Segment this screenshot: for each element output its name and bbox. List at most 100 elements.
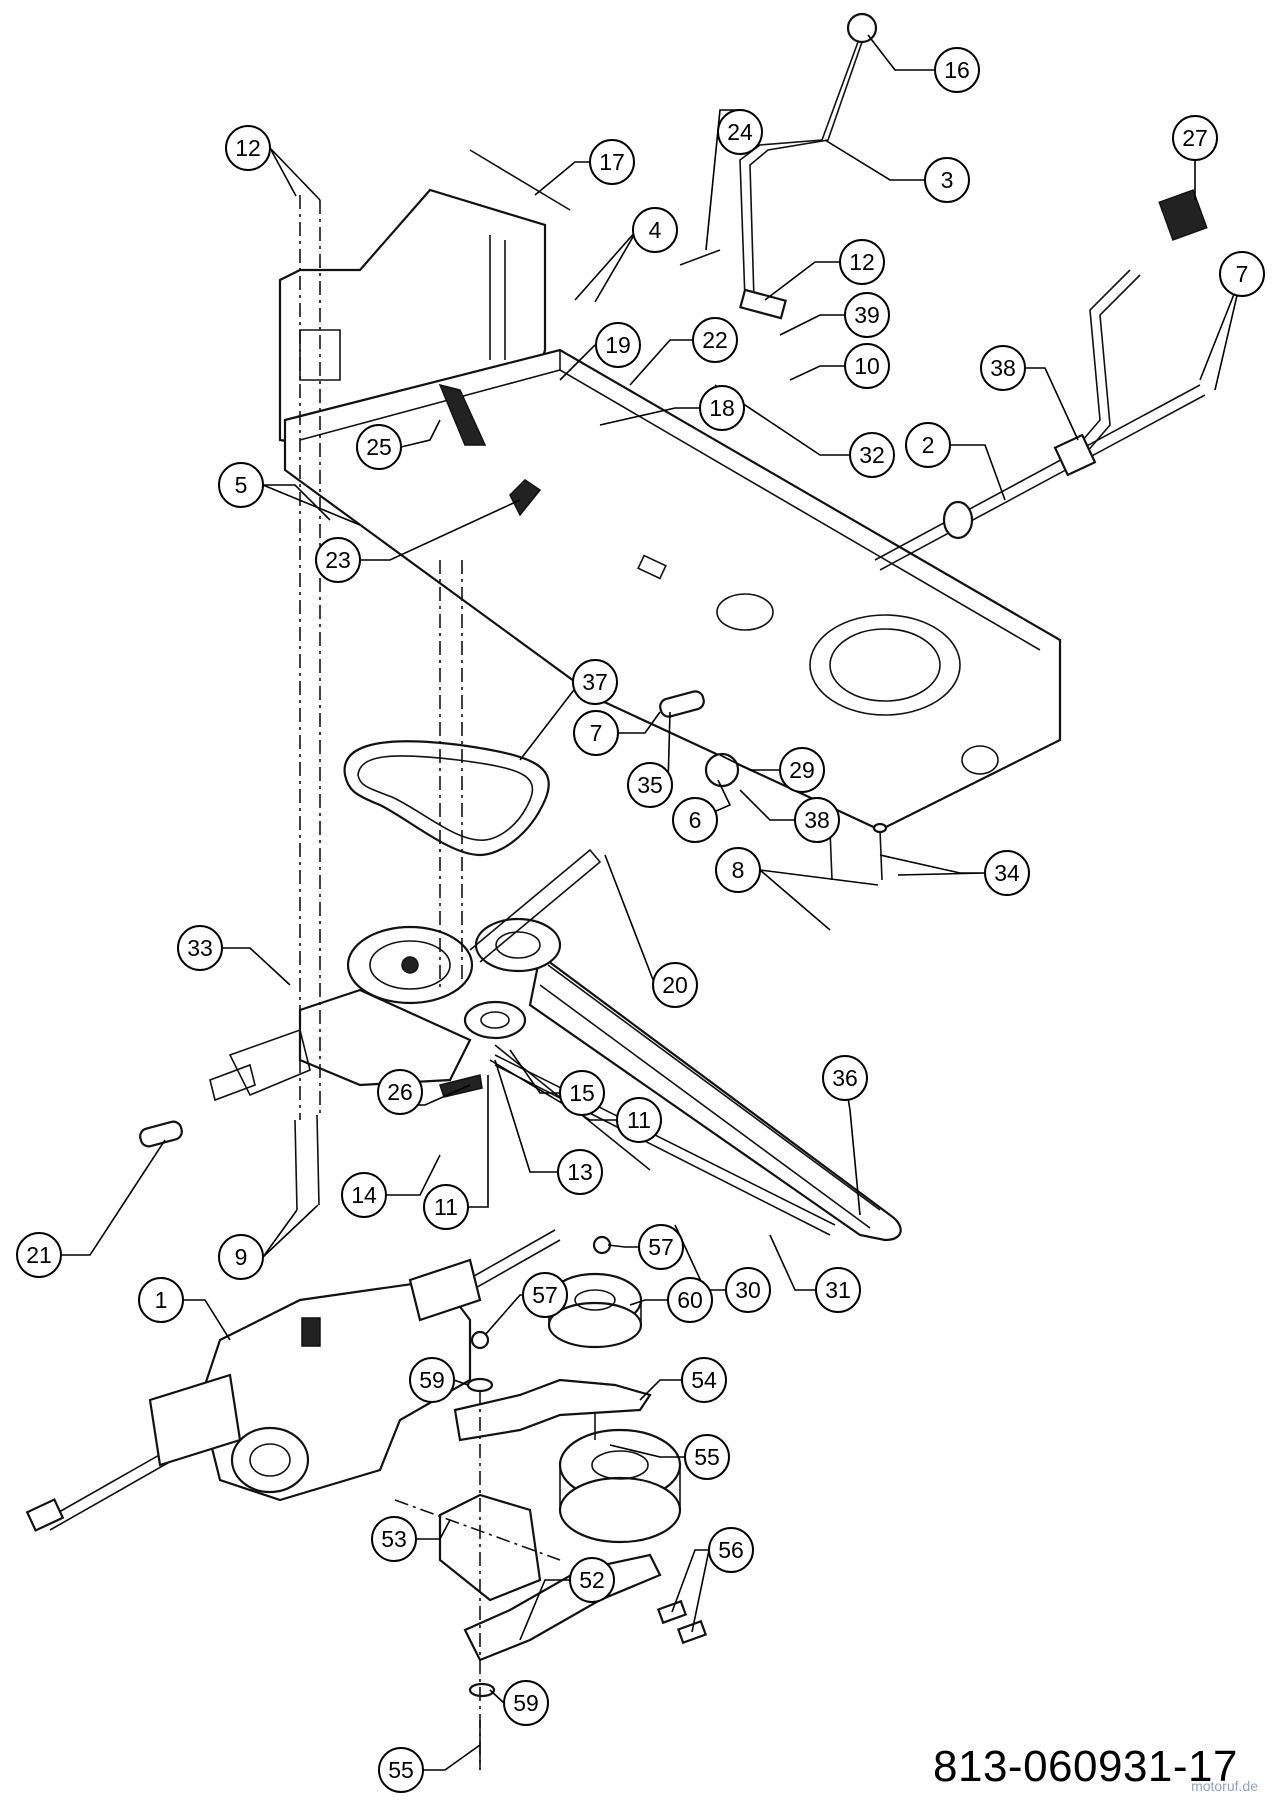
callout-59[interactable]: 59 [409,1357,455,1403]
callout-59[interactable]: 59 [503,1680,549,1726]
callout-label: 53 [381,1526,407,1552]
callout-2[interactable]: 2 [905,422,951,468]
callout-3[interactable]: 3 [924,157,970,203]
callout-39[interactable]: 39 [844,292,890,338]
callout-19[interactable]: 19 [595,322,641,368]
callout-37[interactable]: 37 [572,659,618,705]
upper-pulley-assembly [209,917,562,1102]
callout-9[interactable]: 9 [218,1234,264,1280]
callout-11[interactable]: 11 [423,1184,469,1230]
callout-35[interactable]: 35 [627,762,673,808]
callout-label: 54 [691,1367,717,1393]
callout-38[interactable]: 38 [794,797,840,843]
callout-label: 32 [859,442,885,468]
callout-label: 17 [599,149,625,175]
watermark-logo: motoruf.de [1191,1778,1258,1794]
callout-29[interactable]: 29 [779,747,825,793]
callout-18[interactable]: 18 [699,385,745,431]
callout-60[interactable]: 60 [667,1277,713,1323]
callout-33[interactable]: 33 [177,925,223,971]
callout-label: 15 [569,1080,595,1106]
bracket-54 [453,1378,652,1442]
callout-30[interactable]: 30 [725,1267,771,1313]
callout-11[interactable]: 11 [616,1097,662,1143]
callout-label: 7 [1236,261,1249,287]
callout-label: 6 [689,807,702,833]
callout-leaders [61,34,1243,1771]
spring-23 [509,479,542,517]
callout-55[interactable]: 55 [684,1434,730,1480]
callout-label: 26 [387,1079,413,1105]
callout-24[interactable]: 24 [717,109,763,155]
shaft-20 [469,848,602,963]
callout-label: 19 [605,332,631,358]
spring-24 [679,249,721,266]
callout-7[interactable]: 7 [573,710,619,756]
callout-label: 24 [727,119,753,145]
callout-label: 12 [235,135,261,161]
callout-57[interactable]: 57 [638,1224,684,1270]
callout-23[interactable]: 23 [315,537,361,583]
callout-22[interactable]: 22 [692,317,738,363]
callout-label: 35 [637,772,663,798]
parts-artwork [25,12,1208,1770]
callout-20[interactable]: 20 [652,962,698,1008]
callout-label: 59 [513,1690,539,1716]
callout-27[interactable]: 27 [1172,115,1218,161]
pin-21 [139,1120,183,1148]
callout-31[interactable]: 31 [815,1267,861,1313]
callout-55[interactable]: 55 [378,1747,424,1793]
callout-label: 3 [941,167,954,193]
callout-1[interactable]: 1 [138,1277,184,1323]
callout-label: 2 [922,432,935,458]
callout-label: 55 [694,1444,720,1470]
callout-12[interactable]: 12 [225,125,271,171]
callout-label: 7 [590,720,603,746]
callout-56[interactable]: 56 [708,1527,754,1573]
callout-25[interactable]: 25 [356,424,402,470]
callout-54[interactable]: 54 [681,1357,727,1403]
callout-label: 31 [825,1277,851,1303]
callout-label: 56 [718,1537,744,1563]
callout-38[interactable]: 38 [980,345,1026,391]
callout-32[interactable]: 32 [849,432,895,478]
callout-17[interactable]: 17 [589,139,635,185]
callout-6[interactable]: 6 [672,797,718,843]
callout-label: 11 [434,1194,458,1220]
callout-label: 9 [235,1244,248,1270]
chassis-deck [283,348,1062,832]
callout-36[interactable]: 36 [822,1055,868,1101]
callout-label: 11 [627,1107,651,1133]
callout-16[interactable]: 16 [934,47,980,93]
callout-15[interactable]: 15 [559,1070,605,1116]
callout-13[interactable]: 13 [557,1149,603,1195]
callout-label: 23 [325,547,351,573]
callout-label: 22 [702,327,728,353]
callout-14[interactable]: 14 [341,1172,387,1218]
transaxle [25,1229,561,1532]
callout-52[interactable]: 52 [569,1557,615,1603]
callout-label: 16 [944,57,970,83]
callout-34[interactable]: 34 [984,850,1030,896]
callout-4[interactable]: 4 [632,207,678,253]
callout-57[interactable]: 57 [522,1272,568,1318]
callout-8[interactable]: 8 [715,847,761,893]
callout-label: 29 [789,757,815,783]
callout-26[interactable]: 26 [377,1069,423,1115]
callout-label: 27 [1182,125,1208,151]
callout-53[interactable]: 53 [371,1516,417,1562]
callout-21[interactable]: 21 [16,1232,62,1278]
document-number: 813-060931-17 [933,1742,1238,1791]
callout-label: 39 [854,302,880,328]
callout-10[interactable]: 10 [844,343,890,389]
callout-5[interactable]: 5 [218,462,264,508]
callout-label: 20 [662,972,688,998]
callout-label: 8 [732,857,745,883]
callout-label: 36 [832,1065,858,1091]
callout-7[interactable]: 7 [1219,251,1265,297]
callout-label: 4 [649,217,662,243]
callout-label: 30 [735,1277,761,1303]
callout-label: 38 [804,807,830,833]
callout-12[interactable]: 12 [839,239,885,285]
